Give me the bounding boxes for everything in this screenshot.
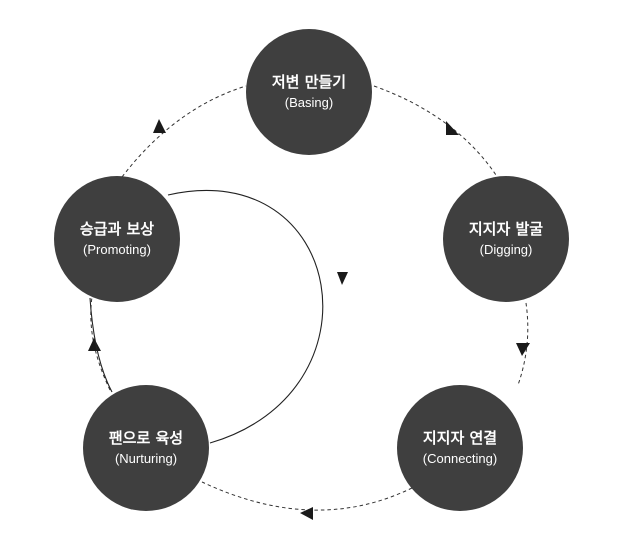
cycle-arc-promoting-to-basing xyxy=(121,85,247,178)
node-digging: 지지자 발굴 (Digging) xyxy=(443,176,569,302)
node-basing-title: 저변 만들기 xyxy=(272,73,346,91)
node-connecting-title: 지지자 연결 xyxy=(423,429,497,447)
arrowhead-promoting-to-basing xyxy=(153,119,166,133)
node-digging-subtitle: (Digging) xyxy=(480,242,533,257)
node-promoting: 승급과 보상 (Promoting) xyxy=(54,176,180,302)
node-promoting-subtitle: (Promoting) xyxy=(83,242,151,257)
node-connecting: 지지자 연결 (Connecting) xyxy=(397,385,523,511)
arrowhead-basing-to-digging xyxy=(446,121,459,135)
arrowhead-connecting-to-nurturing xyxy=(300,507,313,520)
arrowhead-inner-loop xyxy=(337,272,348,285)
node-basing: 저변 만들기 (Basing) xyxy=(246,29,372,155)
cycle-arc-connecting-to-nurturing xyxy=(201,481,413,511)
node-connecting-circle xyxy=(397,385,523,511)
arrowhead-digging-to-connecting xyxy=(516,343,530,356)
inner-loop-left-stroke xyxy=(89,297,113,393)
node-promoting-circle xyxy=(54,176,180,302)
node-basing-circle xyxy=(246,29,372,155)
node-nurturing: 팬으로 육성 (Nurturing) xyxy=(83,385,209,511)
node-promoting-title: 승급과 보상 xyxy=(80,220,154,238)
arrowhead-nurturing-to-promoting xyxy=(88,338,101,351)
node-basing-subtitle: (Basing) xyxy=(285,95,333,110)
node-nurturing-title: 팬으로 육성 xyxy=(109,429,183,447)
cycle-arc-basing-to-digging xyxy=(373,85,497,176)
node-digging-title: 지지자 발굴 xyxy=(469,220,543,238)
node-digging-circle xyxy=(443,176,569,302)
node-connecting-subtitle: (Connecting) xyxy=(423,451,497,466)
node-nurturing-circle xyxy=(83,385,209,511)
inner-loop-arc xyxy=(167,189,324,444)
node-nurturing-subtitle: (Nurturing) xyxy=(115,451,177,466)
